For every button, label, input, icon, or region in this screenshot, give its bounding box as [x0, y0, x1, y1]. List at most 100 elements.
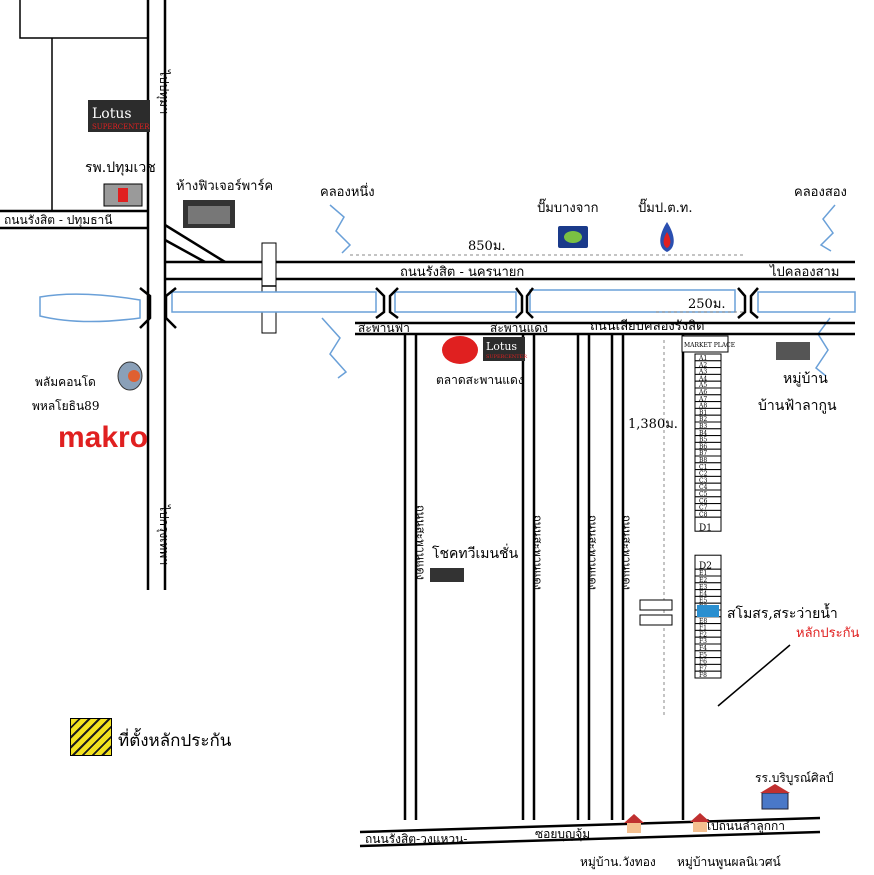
- plot-label-A6: A6: [698, 389, 707, 396]
- plot-label-B3: B3: [699, 423, 707, 430]
- soi-label-2: ถนนสะพานแดง: [531, 515, 544, 590]
- canal-segment-1: [171, 291, 377, 313]
- market-place-label: MARKET PLACE: [684, 342, 735, 349]
- bridge-label-saphan-daeng: สะพานแดง: [490, 321, 548, 335]
- plot-column: A1A2A3A4A5A6A7A8B1B2B3B4B5B6B7B8C1C2C3C4…: [694, 353, 722, 679]
- building-icon-future-park: [183, 200, 235, 228]
- makro-logo: makro: [58, 421, 148, 454]
- canal-segment-4: [757, 291, 856, 313]
- bridge-bracket-1: [139, 287, 152, 329]
- ramp-b: [164, 238, 206, 264]
- plot-label-F4: F4: [699, 645, 707, 652]
- hospital-icon: [103, 183, 143, 207]
- plot-label-B2: B2: [699, 416, 707, 423]
- plot-label-F5: F5: [699, 652, 707, 659]
- label-village-fa-2: บ้านฟ้าลากูน: [758, 398, 837, 414]
- road-label-rangsit-pathum: ถนนรังสิต - ปทุมธานี: [4, 213, 112, 228]
- bridge-bracket-3: [375, 287, 386, 319]
- bridge-bracket-2: [164, 287, 177, 329]
- plot-label-B6: B6: [699, 443, 707, 450]
- bridge-bracket-8: [749, 287, 759, 319]
- condo-icon: [117, 361, 143, 391]
- plot-label-A3: A3: [698, 369, 707, 376]
- plot-label-E2: E2: [699, 577, 707, 584]
- label-hospital: รพ.ปทุมเวช: [85, 160, 156, 176]
- label-future-park: ห้างฟิวเจอร์พาร์ค: [176, 178, 273, 194]
- soi-label-1: ถนนสะพานแดง: [414, 505, 427, 580]
- small-building-2: [639, 614, 673, 626]
- plot-F8: [694, 670, 722, 679]
- canal-segment-2: [394, 291, 517, 313]
- plot-label-C3: C3: [699, 477, 708, 484]
- road-bottom-top: [359, 816, 821, 834]
- plot-label-E3: E3: [699, 584, 707, 591]
- canal-west: [39, 293, 141, 323]
- bridge-bracket-7: [737, 287, 747, 319]
- label-condo-line1: พลัมคอนโด: [35, 375, 96, 389]
- road-label-liab-khlong: ถนนเลียบคลองรังสิต: [590, 318, 704, 334]
- canal-khlong-nueng-south: [321, 317, 348, 379]
- road-label-to-pathum: ไปปทุมฯ: [156, 69, 171, 114]
- plot-label-B8: B8: [699, 457, 707, 464]
- label-market: ตลาดสะพานแดง: [436, 373, 524, 387]
- bridge-bracket-5: [515, 287, 524, 319]
- label-village-phoomphon: หมู่บ้านพูนผลนิเวศน์: [677, 855, 781, 870]
- soi-label-4: ถนนสะพานแดง: [620, 515, 633, 590]
- label-ptt: ปั๊มป.ต.ท.: [638, 198, 692, 216]
- small-building-1: [639, 599, 673, 611]
- plot-label-D1: D1: [699, 523, 712, 533]
- svg-text:SUPERCENTER: SUPERCENTER: [92, 123, 150, 131]
- market-place-label-box: [681, 335, 729, 353]
- plot-label-E1: E1: [699, 570, 707, 577]
- label-village-wangthong: หมู่บ้าน.วังทอง: [580, 855, 656, 870]
- label-pool: สโมสร,สระว่ายน้ำ: [727, 603, 838, 622]
- legend-hatch-swatch: [70, 718, 112, 756]
- road-label-wongwaen: ถนนรังสิต-วงแหวน-: [365, 832, 467, 846]
- village-fa-icon: [776, 342, 810, 360]
- plot-label-C2: C2: [699, 471, 708, 478]
- label-chokchai: โชคทวีเมนชั่น: [432, 544, 519, 562]
- lotus-small-logo: Lotus SUPERCENTER: [483, 337, 527, 361]
- label-collateral: หลักประกัน: [796, 626, 859, 641]
- plot-label-B1: B1: [699, 409, 707, 416]
- plot-label-B7: B7: [699, 450, 707, 457]
- bridge-bracket-4: [388, 287, 399, 319]
- plot-label-A2: A2: [698, 362, 707, 369]
- soi-label-3: ถนนสะพานแดง: [586, 515, 599, 590]
- road-label-to-lam-luk-ka: ไปถนนลำลูกกา: [704, 819, 785, 834]
- label-khlong-song: คลองสอง: [794, 185, 847, 200]
- distance-label-250: 250ม.: [688, 297, 726, 312]
- canal-khlong-song: [819, 204, 836, 252]
- plot-label-D2: D2: [699, 561, 712, 571]
- project-site: MARKET PLACE A1A2A3A4A5A6A7A8B1B2B3B4B5B…: [639, 335, 735, 679]
- plot-label-C1: C1: [699, 464, 707, 471]
- distance-label-1380: 1,380ม.: [628, 417, 678, 432]
- plot-label-F1: F1: [699, 625, 707, 632]
- break-marker: [261, 242, 277, 334]
- plot-label-A8: A8: [698, 403, 707, 410]
- plot-label-C7: C7: [699, 505, 708, 512]
- plot-label-A1: A1: [698, 355, 707, 362]
- plot-label-A7: A7: [698, 396, 707, 403]
- road-bottom-bottom: [359, 830, 821, 848]
- plot-label-E8: E8: [699, 618, 707, 625]
- label-school: รร.บริบูรณ์ศิลป์: [755, 771, 834, 786]
- svg-text:SUPERCENTER: SUPERCENTER: [486, 354, 527, 360]
- plot-label-F8: F8: [699, 672, 707, 679]
- collateral-pointer: [717, 644, 791, 707]
- road-label-boonjum: ซอยบุญจุ้ม: [535, 827, 590, 842]
- pool-marker: [697, 605, 719, 617]
- building-icon-chokchai: [430, 568, 464, 582]
- label-condo-line2: พหลโยธิน89: [32, 399, 99, 413]
- canal-khlong-nueng: [329, 204, 352, 254]
- plot-label-F3: F3: [699, 638, 707, 645]
- bangchak-icon: [558, 226, 588, 248]
- plot-label-E5: E5: [699, 597, 707, 604]
- bridge-label-saphan-fa: สะพานฟ้า: [358, 321, 410, 335]
- road-label-to-bangkok: ไปกรุงเทพฯ: [156, 504, 171, 565]
- svg-text:Lotus: Lotus: [92, 106, 132, 122]
- ptt-flame-icon: [660, 222, 674, 252]
- plot-label-E4: E4: [699, 591, 707, 598]
- plot-label-A4: A4: [698, 375, 707, 382]
